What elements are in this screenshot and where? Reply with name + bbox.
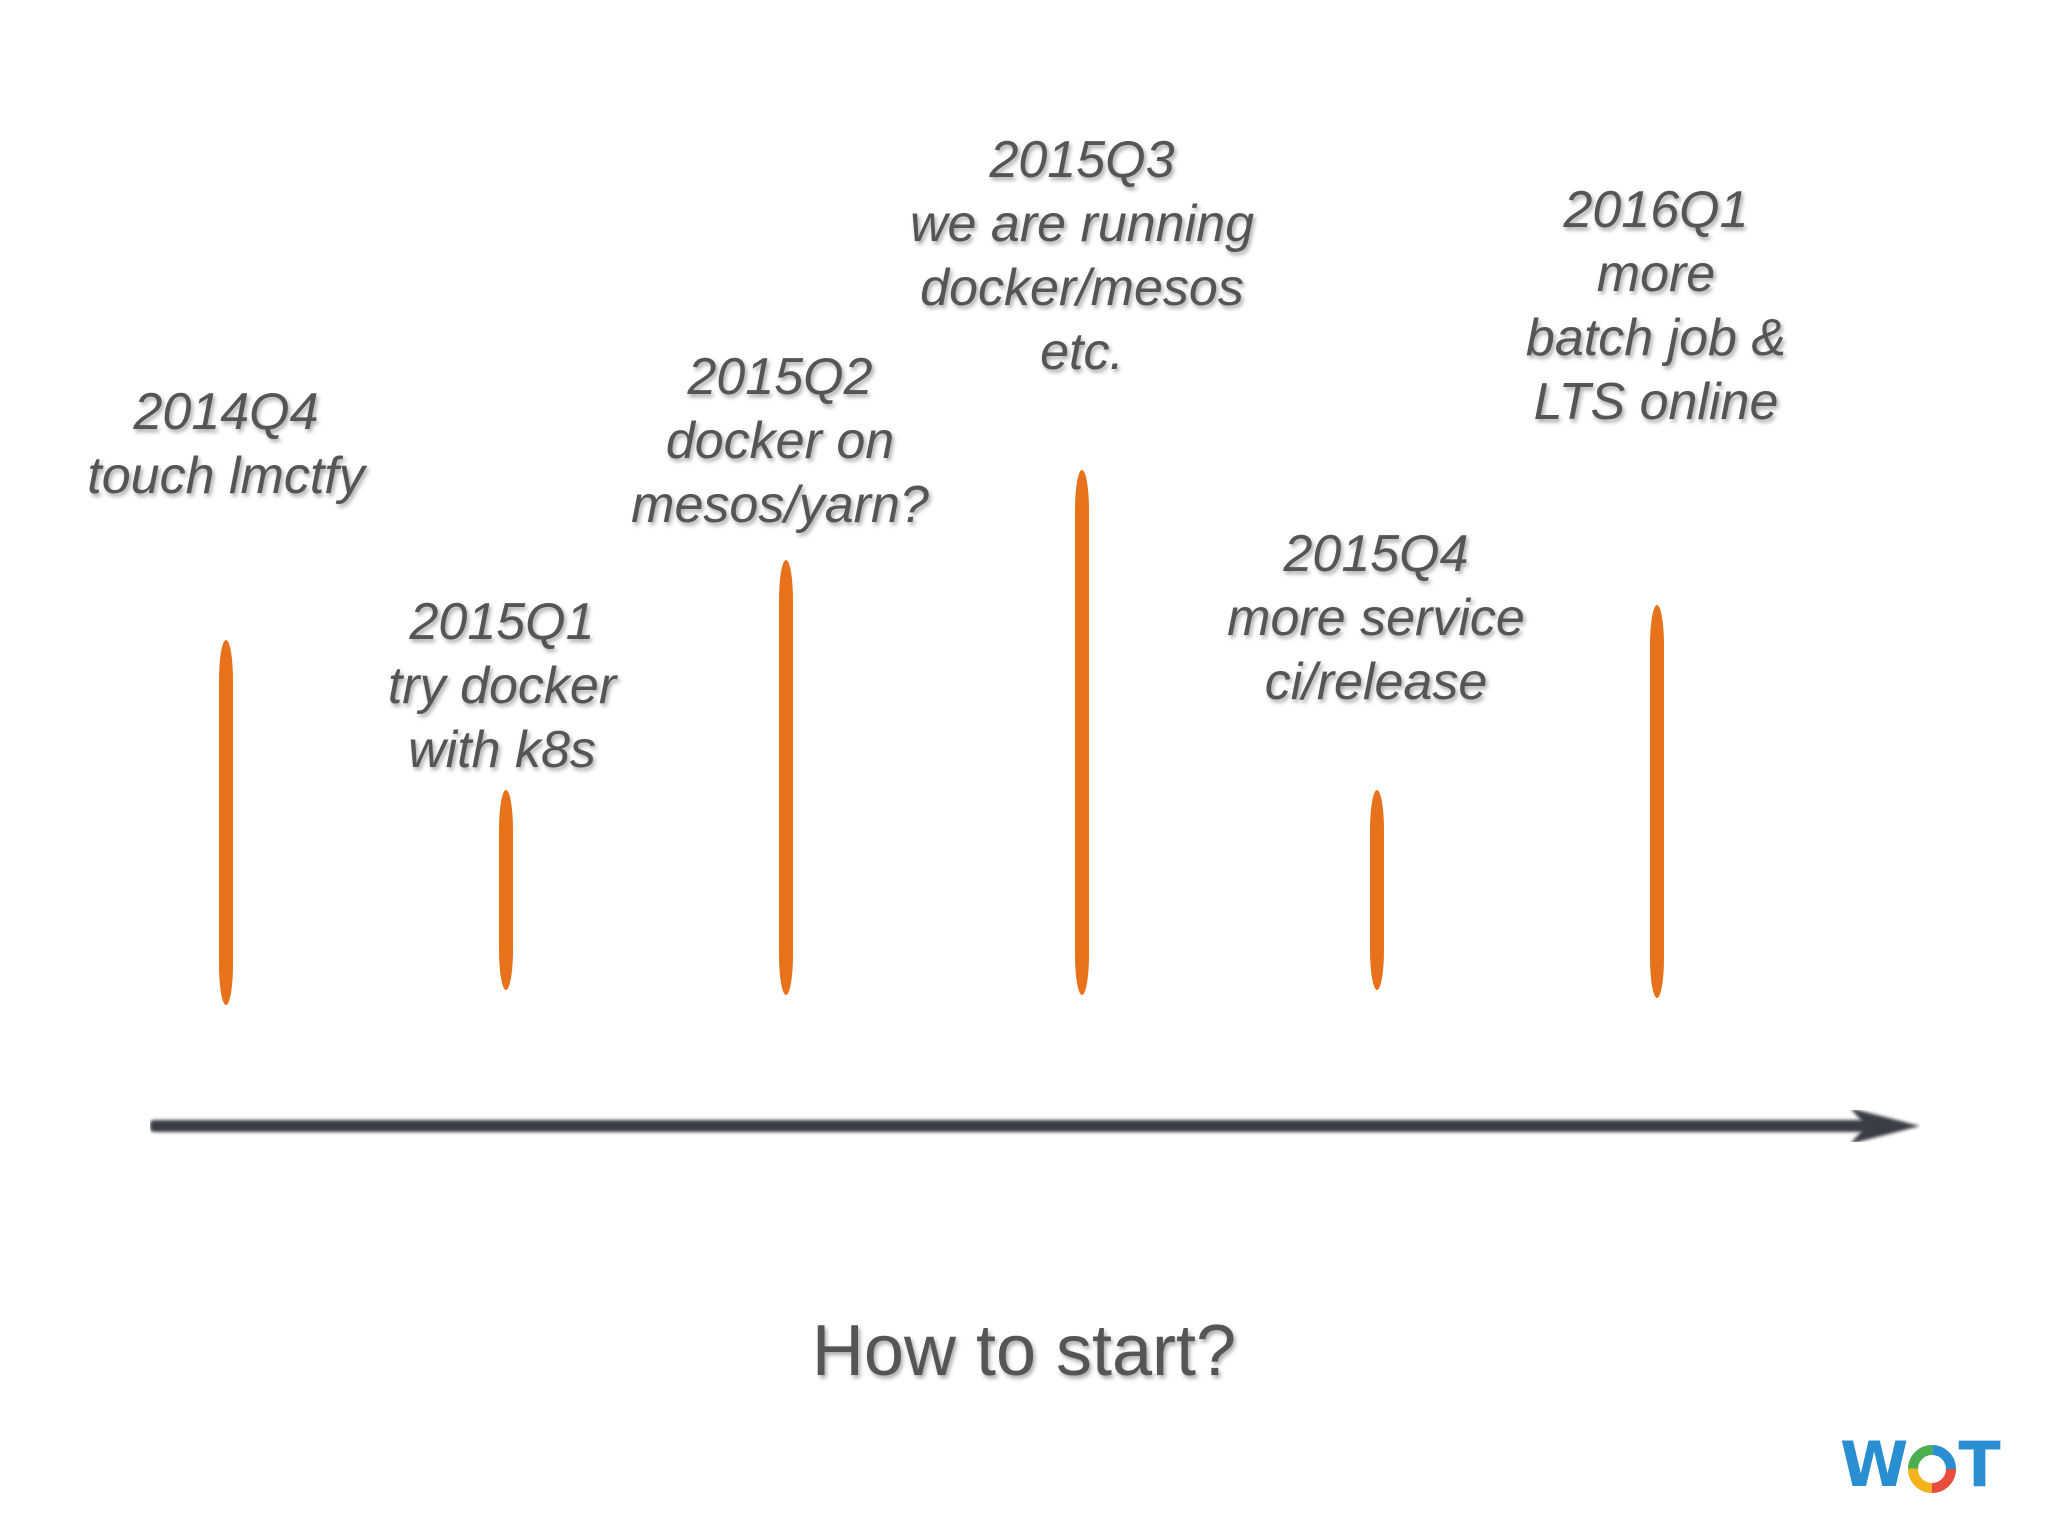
logo-letter-w: W — [1840, 1428, 1908, 1501]
milestone-line: 2014Q4 — [133, 383, 319, 441]
milestone-label-2015q3: 2015Q3 we are running docker/mesos etc. — [910, 128, 1254, 384]
milestone-line: we are running — [910, 195, 1254, 253]
milestone-label-2015q1: 2015Q1 try docker with k8s — [388, 590, 616, 782]
milestone-label-2016q1: 2016Q1 more batch job & LTS online — [1526, 178, 1786, 434]
milestone-line: mesos/yarn? — [631, 476, 929, 534]
wot-logo: W T — [1840, 1428, 2001, 1501]
footer-question: How to start? — [811, 1311, 1237, 1391]
logo-ring-icon — [1908, 1444, 1957, 1493]
milestone-line: LTS online — [1533, 373, 1779, 431]
milestone-line: more service — [1227, 589, 1525, 647]
milestone-label-2015q4: 2015Q4 more service ci/release — [1227, 522, 1525, 714]
milestone-line: more — [1596, 245, 1716, 303]
logo-letter-t: T — [1958, 1428, 2000, 1501]
milestone-line: etc. — [1040, 323, 1124, 381]
milestone-line: try docker — [387, 657, 617, 715]
milestone-bar-2015q2 — [779, 560, 793, 995]
milestone-bar-2015q3 — [1075, 470, 1089, 995]
milestone-line: ci/release — [1264, 653, 1488, 711]
milestone-bar-2014q4 — [219, 640, 233, 1005]
milestone-line: 2015Q1 — [409, 593, 595, 651]
milestone-label-2015q2: 2015Q2 docker on mesos/yarn? — [631, 345, 929, 537]
milestone-line: docker on — [665, 412, 895, 470]
milestone-label-2014q4: 2014Q4 touch lmctfy — [87, 380, 364, 508]
milestone-bar-2015q1 — [499, 790, 513, 990]
milestone-bar-2016q1 — [1650, 605, 1664, 998]
milestone-line: batch job & — [1525, 309, 1787, 367]
milestone-bar-2015q4 — [1370, 790, 1384, 990]
milestone-line: touch lmctfy — [87, 447, 365, 505]
timeline-arrow — [150, 1110, 1920, 1142]
milestone-line: 2015Q4 — [1283, 525, 1469, 583]
milestone-line: with k8s — [408, 721, 596, 779]
milestone-line: 2015Q3 — [989, 131, 1175, 189]
milestone-line: 2016Q1 — [1563, 181, 1749, 239]
milestone-line: docker/mesos — [920, 259, 1244, 317]
milestone-line: 2015Q2 — [687, 348, 873, 406]
